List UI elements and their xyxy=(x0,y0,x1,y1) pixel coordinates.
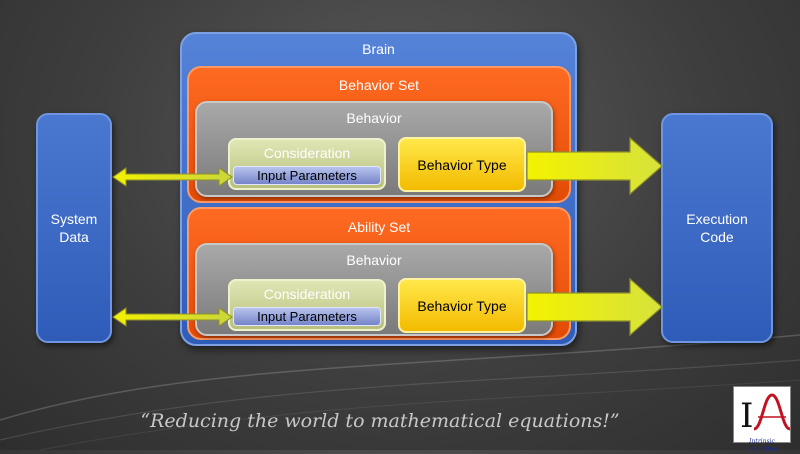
behavior-type-1: Behavior Type xyxy=(398,137,526,192)
consideration-label-1: Consideration xyxy=(263,145,351,161)
input-parameters-1: Input Parameters xyxy=(233,166,381,185)
behavior-title-1: Behavior xyxy=(346,110,402,126)
consideration-label-2: Consideration xyxy=(263,286,351,302)
behavior-type-2: Behavior Type xyxy=(398,278,526,333)
execution-code-box: Execution Code xyxy=(661,113,773,343)
system-data-label-line1: System xyxy=(50,210,98,227)
tagline-quote: “Reducing the world to mathematical equa… xyxy=(140,410,620,432)
system-data-label-line2: Data xyxy=(59,229,89,245)
system-data-box: System Data xyxy=(36,113,112,343)
brain-title: Brain xyxy=(362,41,395,57)
intrinsic-algorithm-logo: I Intrinsic Algorithm xyxy=(733,386,791,453)
logo-text: Intrinsic Algorithm xyxy=(746,438,778,453)
svg-text:I: I xyxy=(740,396,753,433)
ability-set-title: Ability Set xyxy=(347,219,411,235)
input-parameters-2: Input Parameters xyxy=(233,307,381,326)
execution-code-label-line2: Code xyxy=(700,229,734,245)
behavior-set-title: Behavior Set xyxy=(338,77,420,93)
behavior-title-2: Behavior xyxy=(346,252,402,268)
logo-graphic: I xyxy=(740,393,791,436)
execution-code-label-line1: Execution xyxy=(686,210,748,227)
